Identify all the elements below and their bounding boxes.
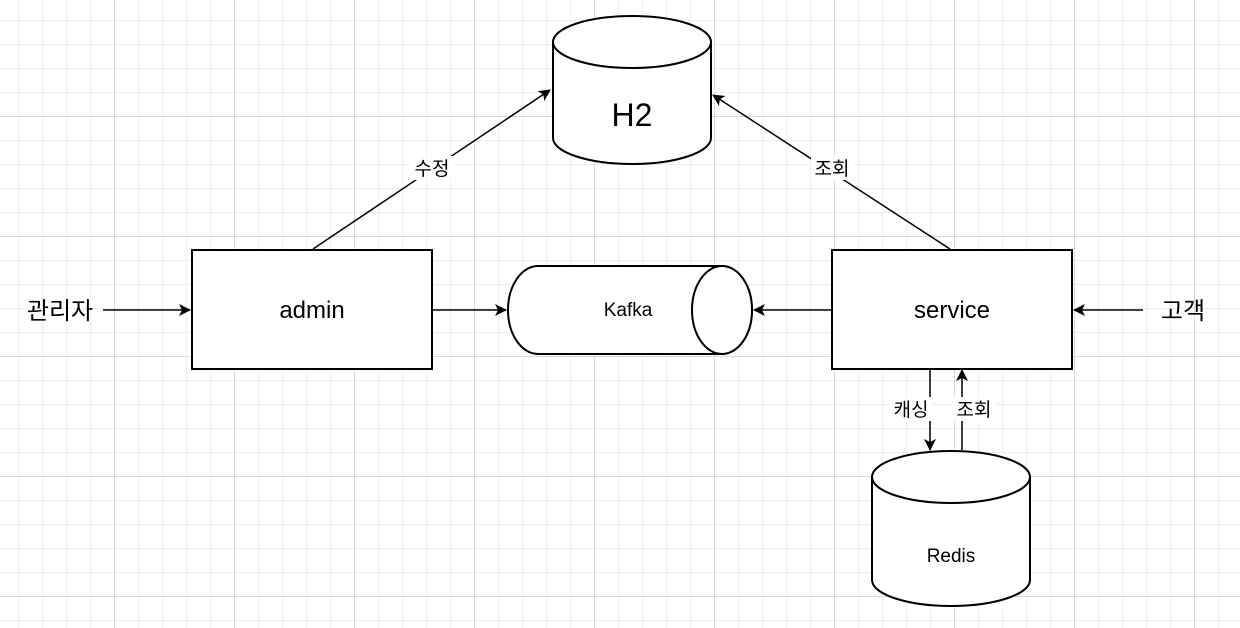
edge-label-admin-h2: 수정 (411, 156, 453, 180)
actor-customer-label: 고객 (1161, 297, 1205, 325)
edge-label-service-redis-text: 캐싱 (894, 399, 929, 421)
node-redis[interactable]: Redis (871, 450, 1031, 607)
node-kafka-label: Kafka (604, 300, 653, 321)
node-redis-label: Redis (927, 546, 976, 567)
edge-label-service-h2-text: 조회 (815, 158, 850, 180)
node-kafka[interactable]: Kafka (507, 265, 753, 355)
node-admin[interactable]: admin (191, 249, 433, 370)
node-service[interactable]: service (831, 249, 1073, 370)
edge-label-admin-h2-text: 수정 (415, 158, 450, 180)
edge-label-redis-service-text: 조회 (957, 399, 992, 421)
actor-manager-label: 관리자 (27, 297, 93, 325)
node-admin-label: admin (279, 297, 344, 324)
edge-label-service-h2: 조회 (811, 156, 853, 180)
node-h2[interactable]: H2 (552, 15, 712, 165)
node-service-label: service (914, 297, 990, 324)
node-h2-label: H2 (612, 97, 653, 133)
edge-label-redis-service: 조회 (952, 397, 996, 421)
edge-label-service-redis: 캐싱 (890, 397, 932, 421)
